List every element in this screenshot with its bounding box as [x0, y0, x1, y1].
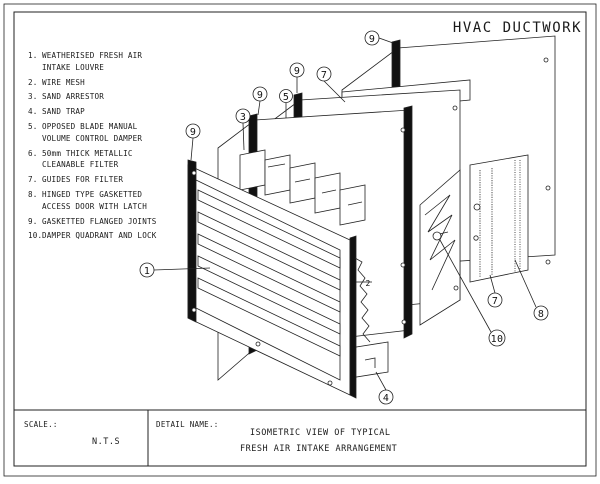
legend-item-text: HINGED TYPE GASKETTED ACCESS DOOR WITH L… [42, 189, 147, 211]
legend-item-number: 4. [28, 107, 38, 117]
legend-item-text: GUIDES FOR FILTER [42, 175, 124, 185]
legend-item-number: 1. [28, 51, 38, 60]
legend-item-number: 3. [28, 92, 38, 102]
legend-item: 8. HINGED TYPE GASKETTED ACCESS DOOR WITH… [28, 189, 203, 213]
legend-item: 10.DAMPER QUADRANT AND LOCK [28, 230, 203, 242]
legend-item-text: OPPOSED BLADE MANUAL VOLUME CONTROL DAMP… [42, 121, 143, 143]
callout-9-d: 9 [190, 127, 196, 138]
callout-10: 10 [491, 334, 504, 345]
callout-9-b: 9 [294, 66, 300, 77]
scale-label: SCALE.: [24, 420, 58, 429]
legend-item-text: WEATHERISED FRESH AIR INTAKE LOUVRE [42, 51, 143, 72]
legend-item: 4. SAND TRAP [28, 106, 203, 118]
detail-name-label: DETAIL NAME.: [156, 420, 219, 429]
legend-item: 6. 50mm THICK METALLIC CLEANABLE FILTER [28, 148, 203, 172]
legend-item-number: 2. [28, 77, 38, 87]
legend-item-number: 8. [28, 189, 38, 199]
intake-louvre-section [187, 159, 371, 399]
outer-border [3, 3, 597, 477]
callout-labels: 9 9 7 5 9 3 9 1 4 7 10 8 2 [144, 34, 544, 404]
legend-item-number: 10. [28, 231, 43, 241]
callout-1: 1 [144, 266, 150, 277]
callout-4: 4 [383, 393, 389, 404]
legend-item-text: SAND TRAP [42, 107, 85, 117]
legend-item-text: GASKETTED FLANGED JOINTS [42, 216, 157, 226]
callout-9-a: 9 [369, 34, 375, 45]
legend-item-number: 5. [28, 121, 38, 131]
legend-item-text: WIRE MESH [42, 77, 85, 87]
callout-7-b: 7 [492, 296, 498, 307]
scale-value: N.T.S [92, 437, 121, 447]
legend-item-text: DAMPER QUADRANT AND LOCK [42, 231, 157, 241]
callout-3: 3 [240, 112, 246, 123]
legend-item: 3. SAND ARRESTOR [28, 91, 203, 103]
legend-item: 7. GUIDES FOR FILTER [28, 174, 203, 186]
detail-name-line2: FRESH AIR INTAKE ARRANGEMENT [240, 444, 398, 454]
callout-2: 2 [365, 279, 370, 288]
legend-item-number: 7. [28, 175, 38, 185]
callout-5: 5 [283, 92, 289, 103]
drawing-title: HVAC DUCTWORK [452, 20, 582, 36]
callouts [139, 30, 549, 405]
legend-list: 1. WEATHERISED FRESH AIR INTAKE LOUVRE 2. W… [28, 50, 203, 245]
legend-item-number: 6. [28, 148, 38, 158]
callout-7-a: 7 [321, 70, 327, 81]
legend-item: 1. WEATHERISED FRESH AIR INTAKE LOUVRE [28, 50, 203, 74]
inner-border [13, 11, 587, 467]
legend-item-number: 9. [28, 216, 38, 226]
legend-item-text: 50mm THICK METALLIC CLEANABLE FILTER [42, 148, 133, 170]
legend-item: 9. GASKETTED FLANGED JOINTS [28, 216, 203, 228]
detail-name-line1: ISOMETRIC VIEW OF TYPICAL [250, 428, 391, 438]
callout-8: 8 [538, 309, 544, 320]
legend-item: 2. WIRE MESH [28, 77, 203, 89]
legend-item: 5. OPPOSED BLADE MANUAL VOLUME CONTROL DA… [28, 121, 203, 145]
legend-item-text: SAND ARRESTOR [42, 92, 105, 102]
callout-9-c: 9 [257, 90, 263, 101]
